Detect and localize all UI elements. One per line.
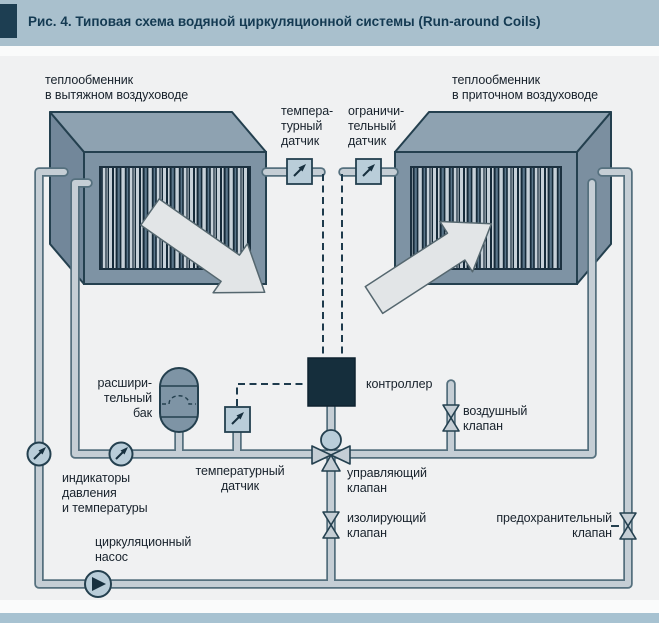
isolating-valve-icon <box>322 511 340 539</box>
limit-sensor-label: ограничи- тельный датчик <box>348 104 405 148</box>
air-valve-icon <box>442 404 460 432</box>
pressure-gauge-icon-1 <box>26 441 52 467</box>
three-way-valve-icon <box>311 429 351 472</box>
control-valve-label: управляющий клапан <box>347 466 427 495</box>
controller-box <box>307 357 356 407</box>
hx-left-label: теплообменник в вытяжном воздуховоде <box>45 73 189 102</box>
expansion-tank-label: расшири- тельный бак <box>97 376 153 420</box>
circulation-pump-icon <box>84 570 112 598</box>
airflow-arrow-left-icon <box>140 198 266 294</box>
footer-bar <box>0 613 659 623</box>
temperature-sensor-mid-icon <box>224 406 251 433</box>
air-valve-label: воздушный клапан <box>463 404 528 433</box>
airflow-arrow-right-icon <box>364 220 493 315</box>
hx-right-label: теплообменник в приточном воздуховоде <box>452 73 599 102</box>
pump-label: циркуляционный насос <box>95 535 192 564</box>
temperature-sensor-top-icon <box>286 158 313 185</box>
expansion-tank-icon <box>159 367 199 433</box>
figure-title: Рис. 4. Типовая схема водяной циркуляцио… <box>28 14 541 29</box>
temp-sensor-mid-label: температурный датчик <box>195 464 285 493</box>
title-accent-block <box>0 4 17 38</box>
valve-actuator-icon <box>320 429 342 451</box>
limit-sensor-icon <box>355 158 382 185</box>
isolating-valve-label: изолирующий клапан <box>347 511 427 540</box>
signal-lines <box>236 174 343 406</box>
safety-valve-icon <box>611 512 637 540</box>
temp-sensor-top-label: темпера- турный датчик <box>281 104 334 148</box>
separator-bottom <box>0 600 659 613</box>
controller-label: контроллер <box>366 377 433 391</box>
pipes-core <box>36 169 631 587</box>
separator-top <box>0 46 659 56</box>
indicators-label: индикаторы давления и температуры <box>62 471 148 515</box>
title-bar: Рис. 4. Типовая схема водяной циркуляцио… <box>0 0 659 46</box>
pressure-gauge-icon-2 <box>108 441 134 467</box>
safety-valve-label: предохранительный клапан <box>496 511 612 540</box>
